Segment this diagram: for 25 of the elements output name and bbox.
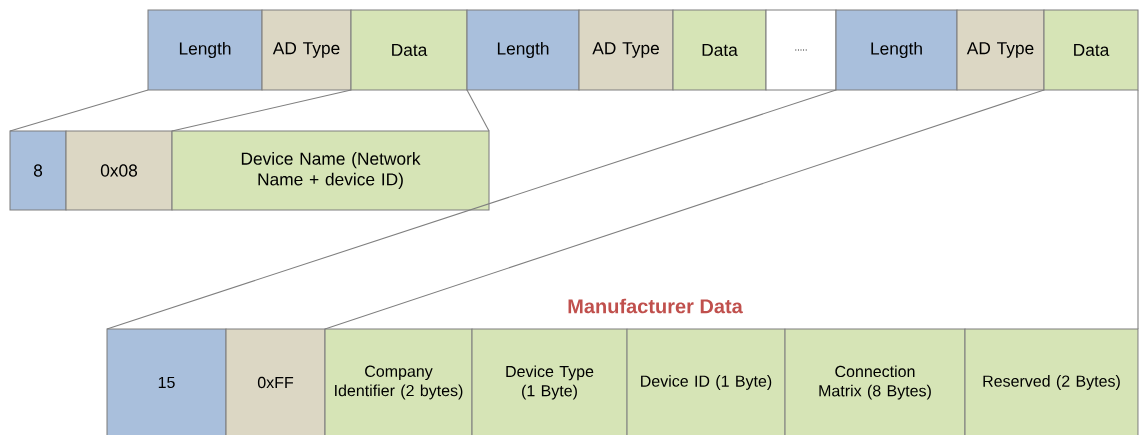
- ellipsis-cell: .....: [765, 9, 837, 91]
- field-cell: Data: [350, 9, 468, 91]
- field-cell: Reserved (2 Bytes): [964, 328, 1139, 435]
- leader-line: [106, 89, 837, 330]
- field-cell: Length: [466, 9, 580, 91]
- field-cell: Device ID (1 Byte): [626, 328, 786, 435]
- field-cell: AD Type: [261, 9, 352, 91]
- field-cell: Length: [147, 9, 263, 91]
- field-cell: Data: [672, 9, 767, 91]
- field-cell: 8: [9, 130, 67, 211]
- field-cell: 15: [106, 328, 227, 435]
- leader-line: [466, 89, 490, 132]
- field-cell: 0xFF: [225, 328, 326, 435]
- field-cell: AD Type: [578, 9, 674, 91]
- section-title: Manufacturer Data: [568, 298, 743, 314]
- field-cell: Device Type (1 Byte): [471, 328, 628, 435]
- field-cell: AD Type: [956, 9, 1045, 91]
- field-cell: Length: [835, 9, 958, 91]
- field-cell: 0x08: [65, 130, 173, 211]
- leader-line: [1137, 89, 1139, 330]
- field-cell: Connection Matrix (8 Bytes): [784, 328, 966, 435]
- field-cell: Device Name (Network Name + device ID): [171, 130, 490, 211]
- field-cell: Company Identifier (2 bytes): [324, 328, 473, 435]
- leader-line: [9, 89, 149, 132]
- field-cell: Data: [1043, 9, 1139, 91]
